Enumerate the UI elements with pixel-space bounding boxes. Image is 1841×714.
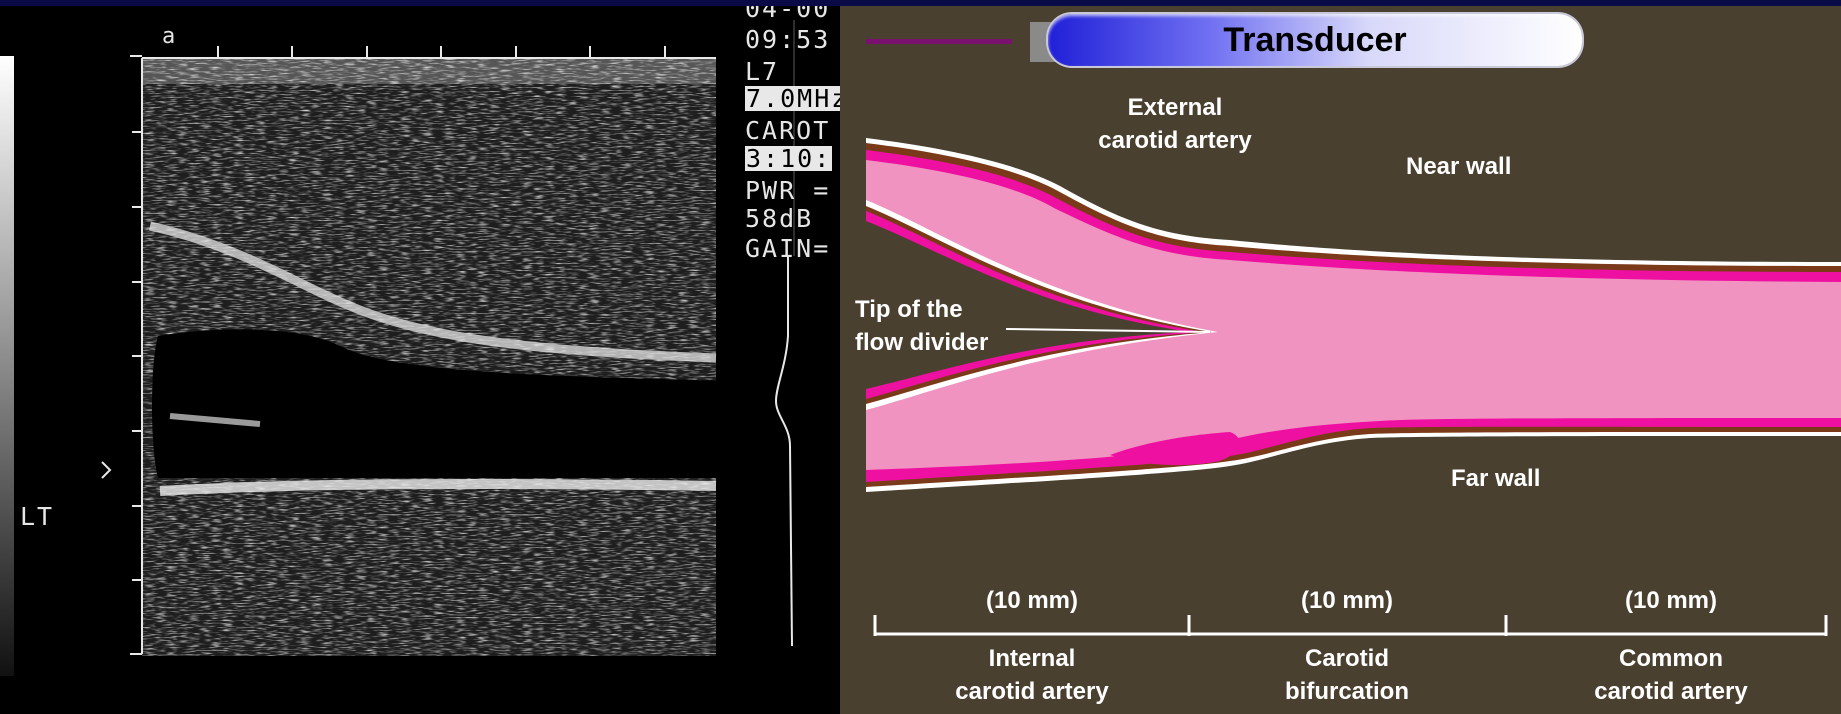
- marker-label: a: [162, 26, 177, 48]
- transducer-label: Transducer: [1048, 14, 1582, 66]
- grayscale-bar: [0, 56, 14, 676]
- time-readout: 09:53: [745, 27, 830, 52]
- segment-2-name-line-1: Carotid: [1247, 642, 1447, 675]
- segment-1-name-line-1: Internal: [932, 642, 1132, 675]
- segment-2-length: (10 mm): [1247, 584, 1447, 617]
- external-carotid-label: External carotid artery: [1080, 91, 1270, 157]
- db-readout: 58dB: [745, 206, 813, 231]
- external-carotid-line-2: carotid artery: [1080, 124, 1270, 157]
- segment-2-name-line-2: bifurcation: [1247, 675, 1447, 708]
- segment-1-length: (10 mm): [932, 584, 1132, 617]
- side-label: LT: [20, 504, 54, 529]
- ultrasound-scan: [0, 6, 840, 714]
- power-readout: PWR =: [745, 178, 830, 203]
- external-carotid-line-1: External: [1080, 91, 1270, 124]
- preset-readout: CAROT: [745, 118, 830, 143]
- far-wall-label: Far wall: [1451, 462, 1540, 495]
- segment-2-name: Carotid bifurcation: [1247, 642, 1447, 708]
- segment-3-name-line-1: Common: [1571, 642, 1771, 675]
- ultrasound-image: a LT 04-00 09:53 L7 7.0MHz CAROT 3:10: P…: [0, 6, 840, 714]
- segment-1-name: Internal carotid artery: [932, 642, 1132, 708]
- focus-marker-icon: [102, 462, 110, 478]
- header-partial: 04-00: [745, 6, 830, 21]
- gain-readout: GAIN=: [745, 236, 830, 261]
- segment-3-name-line-2: carotid artery: [1571, 675, 1771, 708]
- transducer-cable: [866, 39, 1012, 44]
- frequency-readout: 7.0MHz: [745, 86, 840, 111]
- flow-divider-line-2: flow divider: [855, 326, 988, 359]
- near-wall-label: Near wall: [1406, 150, 1511, 183]
- flow-divider-line-1: Tip of the: [855, 293, 988, 326]
- segment-3-length: (10 mm): [1571, 584, 1771, 617]
- probe-readout: L7: [745, 59, 779, 84]
- tgc-curve: [776, 256, 792, 646]
- segment-3-name: Common carotid artery: [1571, 642, 1771, 708]
- segment-1-name-line-2: carotid artery: [932, 675, 1132, 708]
- depth-readout: 3:10:: [745, 146, 832, 171]
- flow-divider-label: Tip of the flow divider: [855, 293, 988, 359]
